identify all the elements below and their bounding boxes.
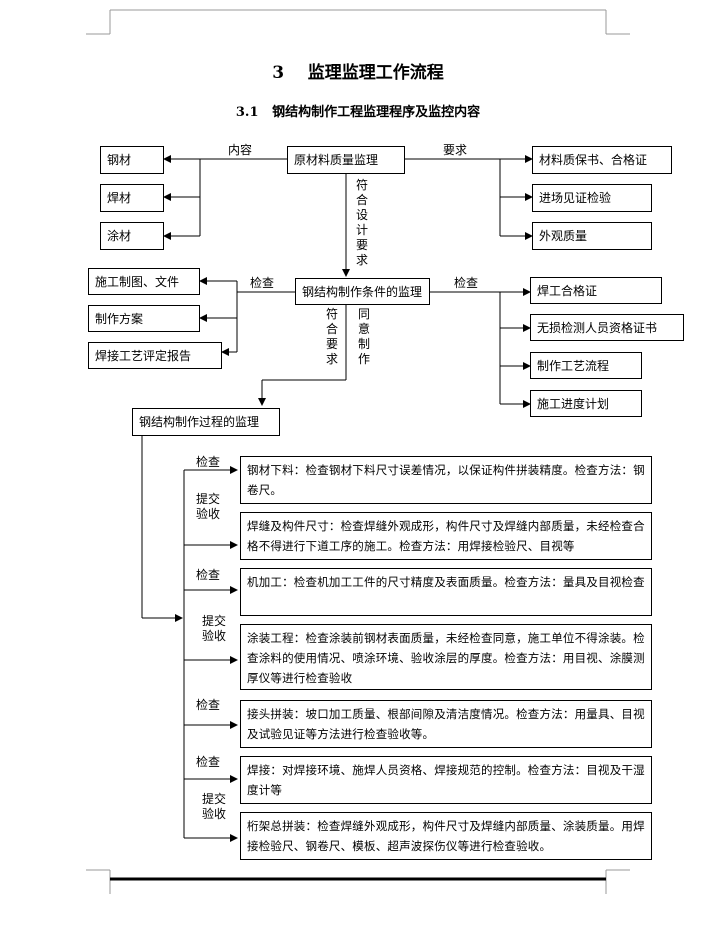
level1-right-item: 进场见证检验	[532, 184, 652, 212]
level2-left-item: 施工制图、文件	[88, 268, 200, 295]
subsection-title: 钢结构制作工程监理程序及监控内容	[272, 105, 481, 120]
level2-down-label-a: 符合要求	[325, 307, 338, 366]
level2-left-item: 焊接工艺评定报告	[88, 342, 222, 369]
step-label: 检查	[196, 568, 221, 582]
process-step-coating: 涂装工程：检查涂装前钢材表面质量，未经检查同意，施工单位不得涂装。检查涂料的使用…	[240, 624, 652, 690]
level1-left-item: 涂材	[100, 222, 164, 250]
level2-left-label: 检查	[250, 276, 275, 290]
process-step-truss-assembly: 桁架总拼装：检查焊缝外观成形，构件尺寸及焊缝内部质量、涂装质量。用焊接检验尺、钢…	[240, 812, 652, 860]
level1-left-item: 钢材	[100, 146, 164, 174]
raw-material-box: 原材料质量监理	[287, 146, 405, 174]
process-step-joint-assembly: 接头拼装：坡口加工质量、根部间隙及清洁度情况。检查方法：用量具、目视及试验见证等…	[240, 700, 652, 748]
subsection-heading: 3.1 钢结构制作工程监理程序及监控内容	[0, 101, 716, 120]
level2-right-label: 检查	[454, 276, 479, 290]
fabrication-process-box: 钢结构制作过程的监理	[132, 408, 280, 436]
section-number: 3	[272, 63, 285, 83]
step-label: 检查	[196, 755, 221, 769]
level1-left-label: 内容	[228, 143, 253, 157]
step-label: 提交验收	[201, 792, 226, 821]
process-step-weld-dimension: 焊缝及构件尺寸：检查焊缝外观成形，构件尺寸及焊缝内部质量，未经检查合格不得进行下…	[240, 512, 652, 560]
step-label: 提交验收	[195, 492, 220, 521]
process-step-machining: 机加工：检查机加工工件的尺寸精度及表面质量。检查方法：量具及目视检查	[240, 568, 652, 616]
process-step-welding: 焊接：对焊接环境、施焊人员资格、焊接规范的控制。检查方法：目视及干湿度计等	[240, 756, 652, 804]
level2-right-item: 无损检测人员资格证书	[530, 314, 684, 341]
level2-right-item: 焊工合格证	[530, 277, 662, 304]
level2-right-item: 施工进度计划	[530, 390, 642, 417]
process-step-cutting: 钢材下料：检查钢材下料尺寸误差情况，以保证构件拼装精度。检查方法：钢卷尺。	[240, 456, 652, 504]
subsection-number: 3.1	[235, 105, 259, 120]
level2-right-item: 制作工艺流程	[530, 352, 642, 379]
step-label: 检查	[196, 455, 221, 469]
level2-down-label-b: 同意制作	[357, 307, 370, 366]
section-heading: 3 监理监理工作流程	[0, 58, 716, 83]
level1-right-label: 要求	[443, 143, 468, 157]
section-title: 监理监理工作流程	[307, 63, 444, 83]
level2-left-item: 制作方案	[88, 305, 200, 332]
level1-right-item: 材料质保书、合格证	[532, 146, 672, 174]
fabrication-conditions-box: 钢结构制作条件的监理	[295, 278, 430, 305]
level1-down-label: 符合设计要求	[355, 178, 368, 267]
step-label: 提交验收	[201, 614, 226, 643]
level1-left-item: 焊材	[100, 184, 164, 212]
page-corner-marks	[86, 9, 630, 894]
level1-right-item: 外观质量	[532, 222, 652, 250]
step-label: 检查	[196, 698, 221, 712]
